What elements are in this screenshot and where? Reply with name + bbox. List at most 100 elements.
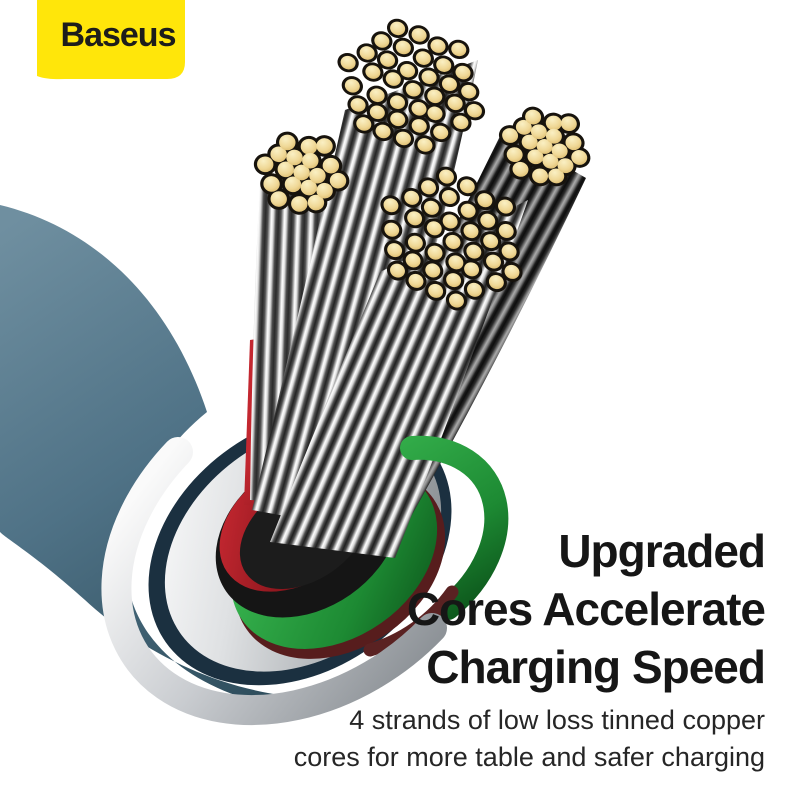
copper-strand-tip [344, 79, 360, 93]
copper-strand-tip [425, 263, 441, 278]
copper-strand-tip [404, 190, 420, 205]
copper-strand-tip [270, 146, 287, 163]
copper-strand-tip [447, 96, 463, 111]
copper-strand-tip [307, 194, 325, 211]
copper-strand-tip [565, 135, 582, 151]
copper-strand-tip [322, 157, 340, 174]
copper-strand-tip [407, 211, 423, 226]
copper-strand-tip [383, 198, 399, 213]
copper-strand-tip [411, 102, 427, 116]
copper-strand-tip [369, 88, 385, 103]
copper-strand-tip [530, 124, 547, 140]
copper-strand-tip [521, 134, 538, 150]
copper-strand-tip [525, 109, 542, 125]
copper-strand-tip [463, 224, 479, 239]
copper-strand-tip [551, 143, 568, 159]
left-small-bundle [253, 131, 350, 215]
copper-strand-tip [411, 28, 427, 42]
logo-text: Baseus [60, 16, 177, 54]
logo-bubble [37, 0, 185, 80]
copper-strand-tip [433, 125, 449, 140]
copper-strand-tip [384, 222, 400, 237]
copper-strand-tip [426, 221, 442, 236]
copper-strand-tip [387, 243, 403, 258]
copper-strand-tip [380, 53, 396, 67]
copper-strand-tip [442, 214, 458, 229]
right-small-bundle [498, 106, 591, 187]
copper-strand-tip [374, 34, 390, 48]
copper-strand-tip [365, 65, 381, 79]
copper-strand-tip [405, 253, 421, 268]
copper-strand-tip [498, 199, 513, 214]
copper-strand-tip [390, 21, 406, 36]
copper-strand-tip [445, 234, 461, 249]
copper-strand-tip [560, 116, 577, 132]
copper-strand-tip [480, 213, 496, 228]
copper-strand-tip [421, 180, 436, 195]
copper-strand-tip [504, 264, 520, 279]
copper-strand-tip [571, 150, 588, 165]
copper-strand-tip [390, 263, 405, 278]
copper-strand-tip [466, 244, 482, 259]
strand-fan-center [270, 200, 528, 558]
baseus-logo: Baseus [37, 0, 185, 96]
copper-bundles [253, 18, 591, 311]
copper-strand-tip [340, 55, 356, 70]
copper-strand-tip [464, 262, 480, 277]
copper-strand-tip [527, 149, 544, 165]
subtext-line-2: cores for more table and safer charging [293, 742, 765, 772]
copper-strand-tip [548, 168, 565, 184]
copper-strand-tip [488, 275, 504, 290]
copper-strand-tip [421, 70, 437, 85]
copper-strand-tip [557, 158, 574, 174]
copper-strand-tip [270, 191, 287, 207]
center-large-bundle [380, 166, 523, 311]
copper-strand-tip [430, 39, 446, 53]
copper-strand-tip [439, 169, 454, 184]
copper-strand-tip [291, 196, 308, 212]
copper-strand-tip [408, 273, 424, 288]
copper-strand-tip [350, 98, 366, 112]
subtext: 4 strands of low loss tinned copper core… [294, 702, 765, 776]
copper-strand-tip [300, 138, 318, 155]
copper-strand-tip [536, 139, 553, 154]
copper-strand-tip [329, 172, 347, 189]
copper-strand-tip [446, 273, 462, 288]
copper-strand-tip [417, 138, 433, 152]
copper-strand-tip [359, 46, 375, 60]
green-lip [400, 435, 509, 620]
top-large-bundle [337, 18, 486, 155]
copper-strand-tip [407, 235, 423, 250]
copper-strand-tip [385, 72, 401, 86]
copper-strand-tip [400, 63, 416, 78]
copper-strand-tip [316, 138, 333, 154]
copper-strand-tip [309, 167, 326, 184]
copper-strand-tip [284, 176, 302, 193]
copper-strand-tip [415, 51, 431, 65]
copper-strand-tip [441, 77, 457, 92]
copper-strand-tip [483, 234, 499, 249]
copper-strand-tip [466, 282, 482, 297]
headline-line-3: Charging Speed [426, 641, 766, 693]
copper-strand-tip [498, 223, 514, 238]
copper-strand-tip [300, 179, 317, 196]
headline-line-1: Upgraded [558, 525, 766, 577]
copper-strand-tip [512, 161, 529, 177]
copper-strand-tip [286, 149, 303, 166]
copper-strand-tip [545, 115, 562, 131]
copper-strand-tip [279, 134, 296, 151]
copper-strand-tip [545, 128, 562, 144]
copper-strand-tip [293, 164, 310, 181]
copper-strand-tip [455, 65, 471, 80]
copper-strand-tip [449, 293, 464, 308]
copper-strand-tip [461, 84, 477, 99]
copper-strand-tip [502, 128, 519, 143]
copper-strand-tip [460, 203, 476, 218]
copper-strand-tip [441, 190, 457, 205]
copper-strand-tip [466, 103, 482, 118]
copper-strand-tip [356, 117, 372, 131]
headline: Upgraded Cores Accelerate Charging Speed [407, 522, 766, 696]
copper-strand-tip [263, 176, 280, 192]
